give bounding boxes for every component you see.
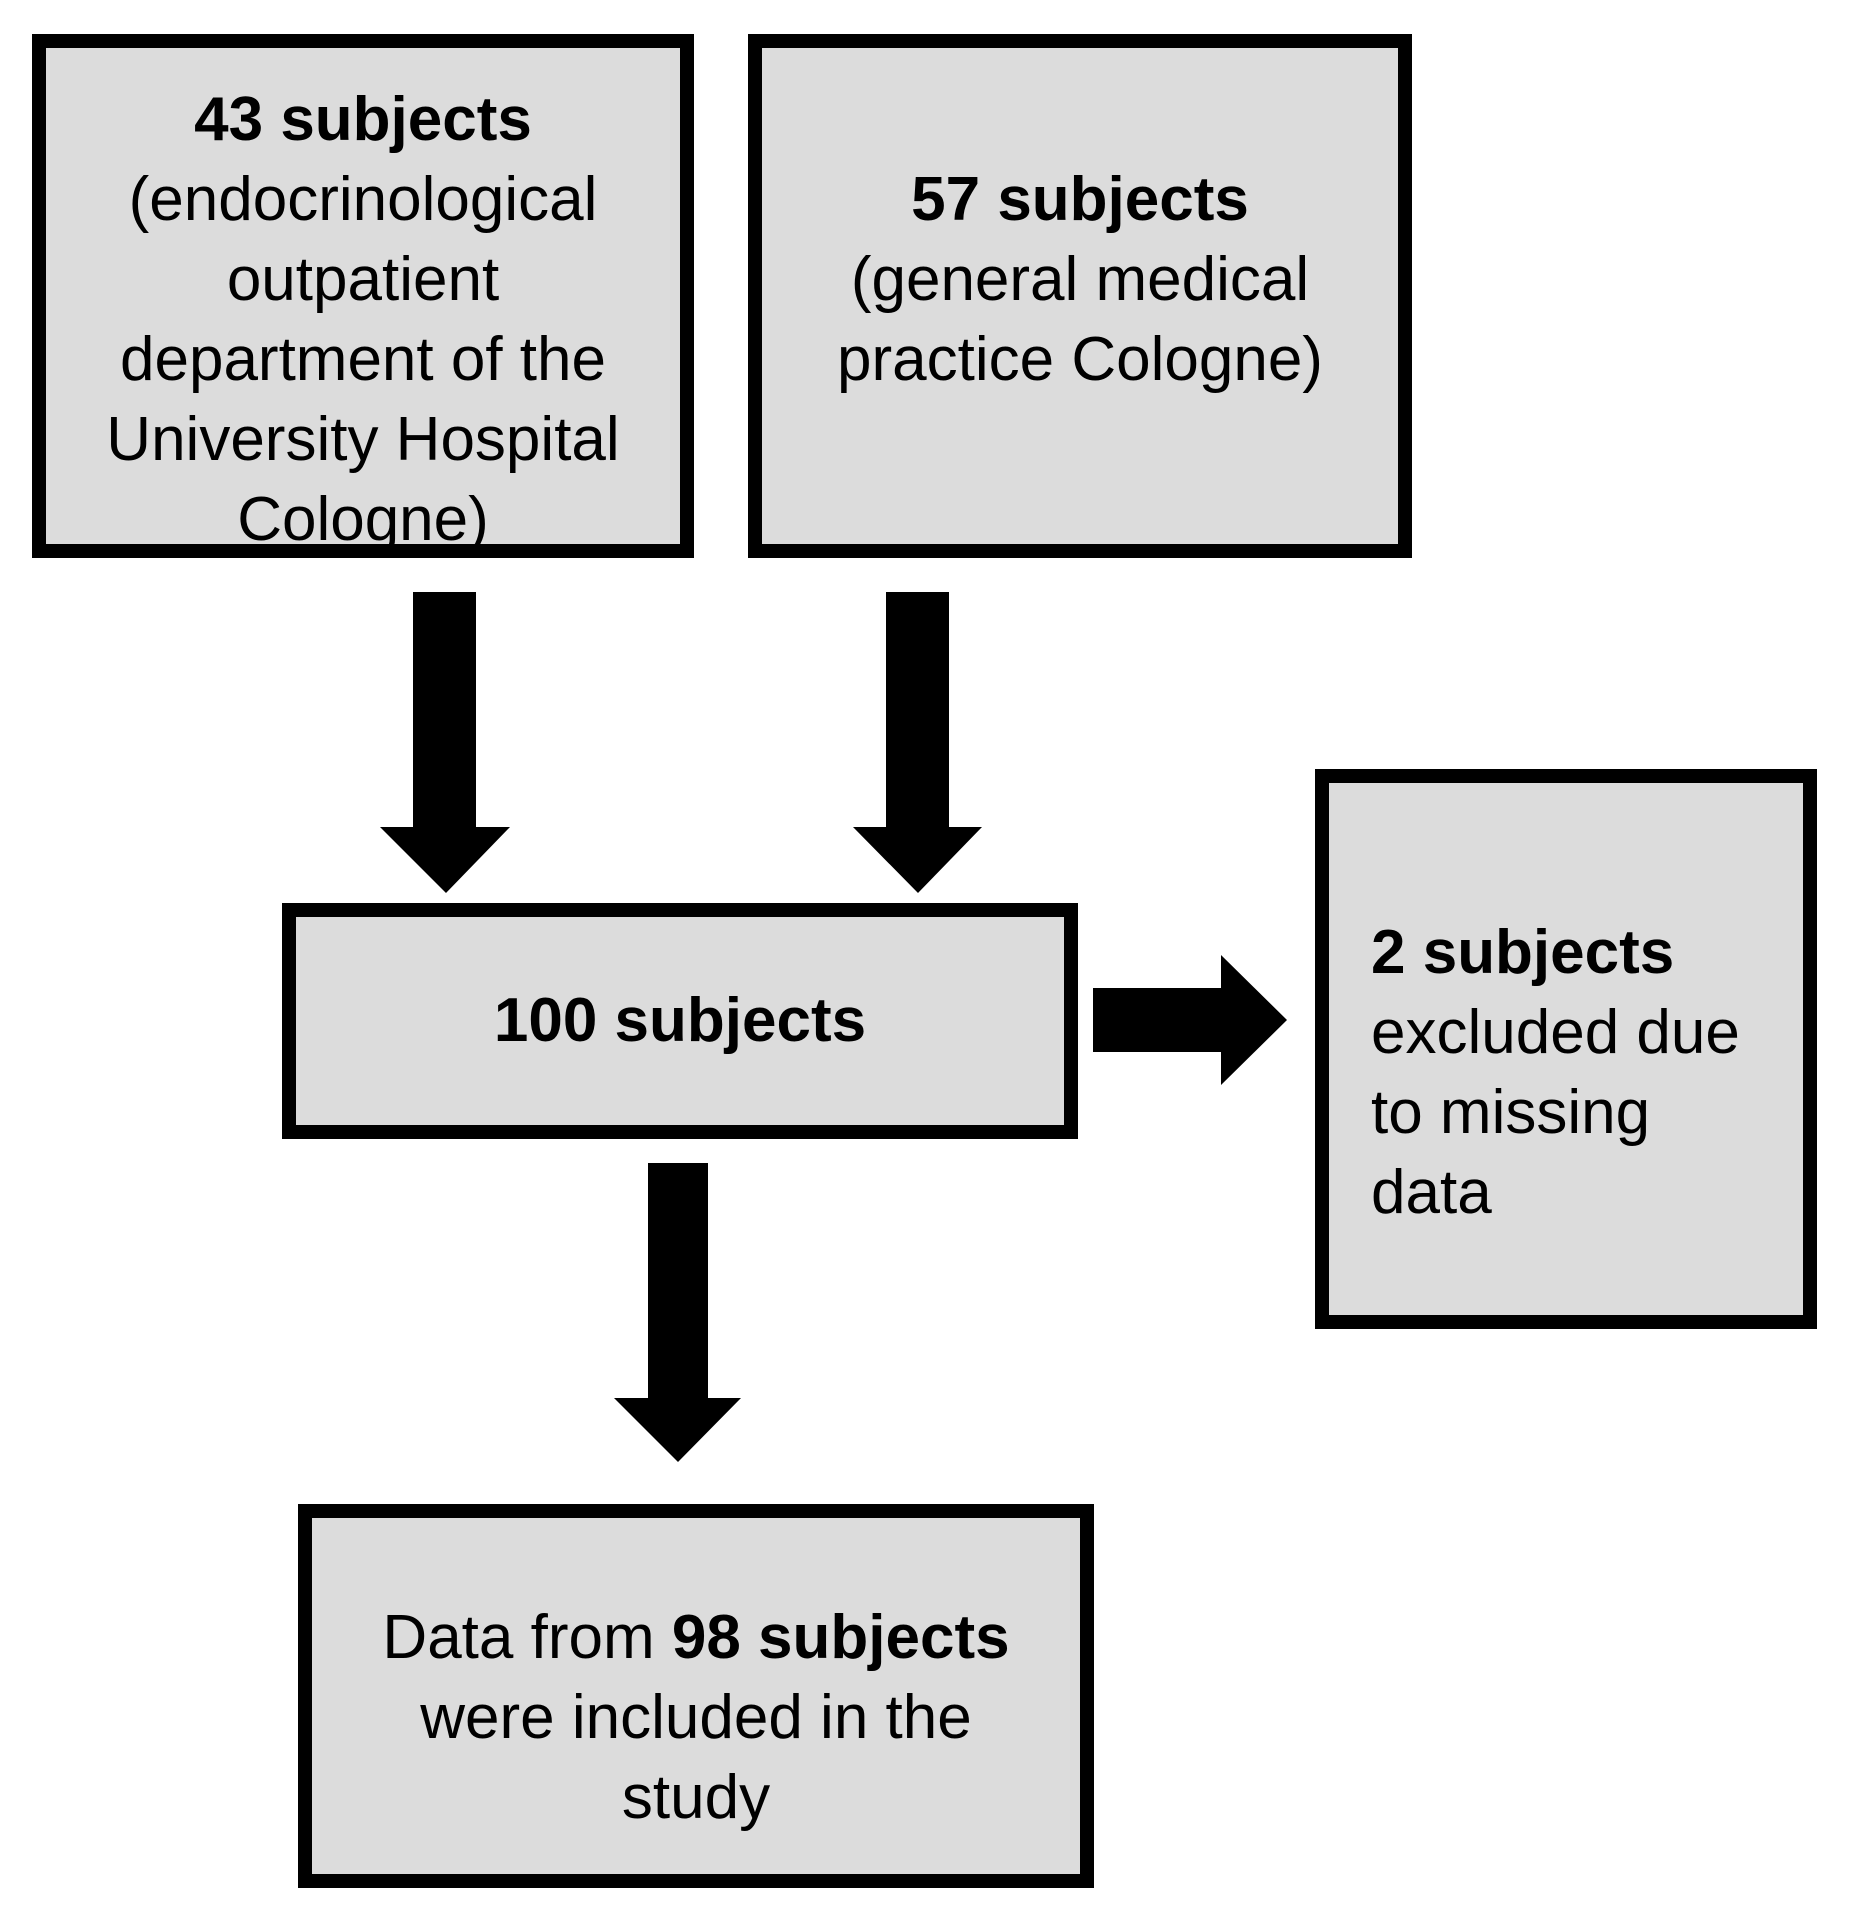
box-source-endocrinology: 43 subjects (endocrinological outpatient… — [32, 34, 694, 558]
box-source-general-practice-line-2: practice Cologne) — [837, 325, 1323, 394]
box-source-endocrinology-count: 43 subjects — [194, 85, 532, 154]
box-source-endocrinology-line-4: University Hospital — [106, 405, 620, 474]
arrow-right-to-excluded-icon — [1093, 955, 1287, 1085]
box-excluded-subjects-line-2: to missing — [1371, 1078, 1651, 1147]
box-included-subjects-prefix: Data from — [382, 1603, 672, 1672]
box-excluded-subjects-count: 2 subjects — [1371, 918, 1675, 987]
box-included-subjects-line-1: Data from 98 subjects — [382, 1598, 1009, 1678]
box-included-subjects: Data from 98 subjects were included in t… — [298, 1504, 1094, 1888]
box-total-subjects-count: 100 subjects — [493, 986, 867, 1055]
box-included-subjects-line-3: study — [621, 1763, 771, 1832]
arrow-down-from-source-b-icon — [853, 592, 982, 893]
box-source-endocrinology-line-2: outpatient — [226, 245, 500, 314]
box-included-subjects-line-2: were included in the — [420, 1683, 972, 1752]
box-total-subjects: 100 subjects — [282, 903, 1078, 1139]
box-excluded-subjects: 2 subjects excluded due to missing data — [1315, 769, 1817, 1329]
arrow-down-to-included-icon — [614, 1163, 741, 1462]
arrow-down-from-source-a-icon — [380, 592, 510, 893]
box-source-general-practice-count: 57 subjects — [911, 165, 1249, 234]
box-source-endocrinology-line-5: Cologne) — [237, 485, 489, 554]
box-source-general-practice-line-1: (general medical — [850, 245, 1310, 314]
box-excluded-subjects-line-3: data — [1371, 1158, 1492, 1227]
box-excluded-subjects-line-1: excluded due — [1371, 998, 1740, 1067]
box-source-endocrinology-line-3: department of the — [120, 325, 606, 394]
box-source-endocrinology-line-1: (endocrinological — [128, 165, 598, 234]
box-source-general-practice: 57 subjects (general medical practice Co… — [748, 34, 1412, 558]
box-included-subjects-count: 98 subjects — [671, 1603, 1010, 1672]
